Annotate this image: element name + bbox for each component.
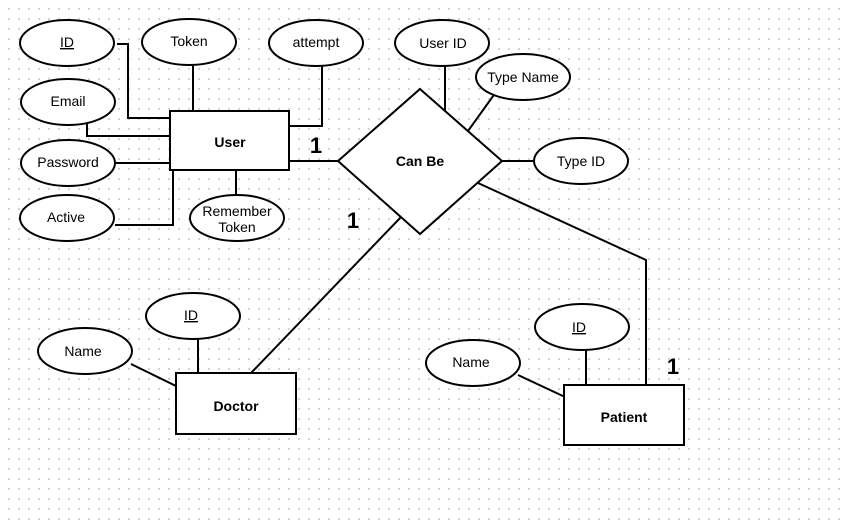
attribute-rel-user-id[interactable]: User ID: [394, 19, 490, 67]
attribute-ellipse: [19, 19, 115, 67]
attribute-label: Type ID: [557, 153, 605, 169]
relationship-diamond: [336, 87, 504, 236]
attribute-ellipse: [37, 327, 133, 375]
attribute-ellipse: [141, 18, 237, 66]
attribute-active[interactable]: Active: [19, 194, 115, 242]
connector-doctor-name: [130, 363, 177, 387]
connector-user-active: [115, 170, 174, 226]
attribute-label: Password: [37, 154, 98, 170]
attribute-remember-token[interactable]: Remember Token: [189, 194, 285, 242]
attribute-label: Active: [47, 209, 85, 225]
attribute-ellipse: [268, 19, 364, 67]
entity-label: User: [214, 134, 246, 150]
connector-can-be-type-name: [467, 91, 497, 132]
attribute-ellipse: [145, 292, 241, 340]
attribute-patient-name[interactable]: Name: [425, 339, 521, 387]
attribute-label: Name: [64, 343, 102, 359]
connector-patient-name: [517, 374, 566, 398]
connectors: [86, 43, 647, 398]
attribute-label: Email: [50, 93, 85, 109]
attribute-label: Name: [452, 354, 490, 370]
attribute-ellipse: [189, 194, 285, 242]
entity-patient[interactable]: Patient: [563, 384, 685, 446]
connector-user-id: [117, 43, 170, 119]
attribute-label: Token: [170, 33, 207, 49]
entity-box: [175, 372, 297, 435]
attribute-patient-id[interactable]: ID: [534, 303, 630, 351]
attribute-label-line1: Remember: [202, 203, 272, 219]
cardinality-user: 1: [310, 133, 322, 158]
attribute-label: attempt: [293, 34, 340, 50]
attribute-password[interactable]: Password: [20, 139, 116, 187]
connector-user-email: [86, 124, 170, 137]
attribute-doctor-name[interactable]: Name: [37, 327, 133, 375]
entity-user[interactable]: User: [169, 110, 290, 171]
cardinality-doctor: 1: [347, 208, 359, 233]
connector-can-be-doctor: [250, 215, 403, 374]
attribute-email[interactable]: Email: [20, 78, 116, 126]
entity-label: Doctor: [213, 398, 259, 414]
relationship-can-be[interactable]: Can Be: [336, 87, 504, 236]
attribute-attempt[interactable]: attempt: [268, 19, 364, 67]
attribute-ellipse: [534, 303, 630, 351]
connector-user-attempt: [289, 65, 323, 127]
attribute-label: User ID: [419, 35, 466, 51]
cardinality-patient: 1: [667, 354, 679, 379]
entity-label: Patient: [601, 409, 648, 425]
entity-box: [563, 384, 685, 446]
attribute-token[interactable]: Token: [141, 18, 237, 66]
attribute-type-id[interactable]: Type ID: [533, 137, 629, 185]
attribute-label-line2: Token: [218, 219, 255, 235]
attribute-ellipse: [20, 139, 116, 187]
attribute-type-name[interactable]: Type Name: [475, 53, 571, 101]
attribute-ellipse: [20, 78, 116, 126]
attribute-ellipse: [475, 53, 571, 101]
attribute-label: ID: [184, 307, 198, 323]
attribute-ellipse: [425, 339, 521, 387]
attribute-ellipse: [19, 194, 115, 242]
relationship-label: Can Be: [396, 153, 444, 169]
attribute-ellipse: [394, 19, 490, 67]
entity-doctor[interactable]: Doctor: [175, 372, 297, 435]
entity-box: [169, 110, 290, 171]
attribute-label: ID: [572, 319, 586, 335]
attribute-label: ID: [60, 34, 74, 50]
attribute-label: Type Name: [487, 69, 559, 85]
attribute-user-id[interactable]: ID: [19, 19, 115, 67]
attribute-doctor-id[interactable]: ID: [145, 292, 241, 340]
attribute-ellipse: [533, 137, 629, 185]
connector-can-be-patient: [477, 182, 647, 385]
